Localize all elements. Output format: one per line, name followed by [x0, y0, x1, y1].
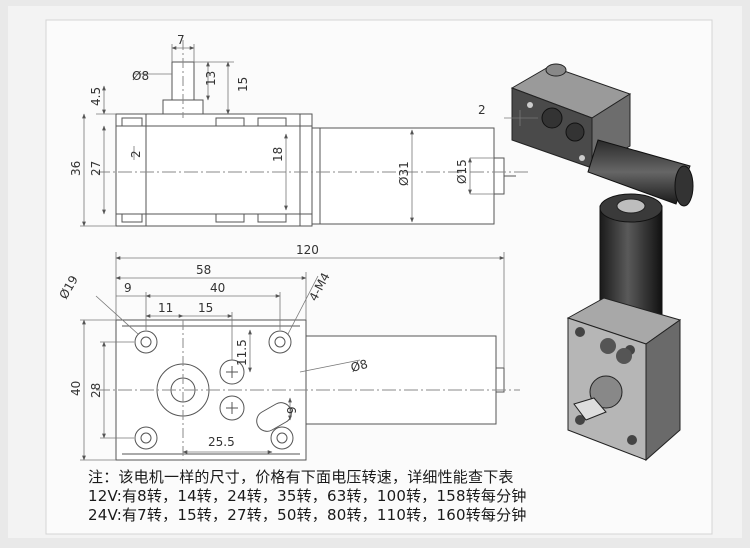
- dim-shaft-15: 15: [236, 77, 250, 92]
- dim-off-9: 9: [285, 406, 299, 414]
- note-line-12v: 12V:有8转，14转，24转，35转，63转，100转，158转每分钟: [88, 487, 527, 505]
- dim-hole-span: 40: [210, 281, 225, 295]
- dim-height-28: 28: [89, 383, 103, 398]
- dim-iso-offset: 2: [478, 103, 486, 117]
- mount-hole-tr: [268, 330, 292, 354]
- motor-can-top: [311, 127, 495, 225]
- top-view: [96, 40, 530, 227]
- front-view: [96, 319, 520, 461]
- slot-hole: [256, 402, 292, 432]
- dim-gap-2: 2: [129, 150, 143, 158]
- mount-hole-bl: [134, 426, 158, 450]
- dim-height-40: 40: [69, 381, 83, 396]
- mount-hole-br: [270, 426, 294, 450]
- dim-motor-dia31: Ø31: [397, 161, 411, 186]
- dim-shaft-dia: Ø8: [132, 69, 149, 83]
- dim-shaft-width: 7: [177, 33, 185, 47]
- dim-off-15: 15: [198, 301, 213, 315]
- dim-width-25-5: 25.5: [208, 435, 235, 449]
- gearbox-body-top: [115, 113, 313, 227]
- dim-off-11: 11: [158, 301, 173, 315]
- dim-height-18: 18: [271, 147, 285, 162]
- dim-height-27: 27: [89, 161, 103, 176]
- note-line-24v: 24V:有7转，15转，27转，50转，80转，110转，160转每分钟: [88, 506, 527, 524]
- motor-boss-top: [493, 157, 505, 195]
- dim-edge-9: 9: [124, 281, 132, 295]
- front-view-dimensions: [80, 252, 505, 461]
- iso-view-horizontal: 2: [478, 63, 694, 207]
- dim-gearbox-length: 58: [196, 263, 211, 277]
- dim-top-offset: 4.5: [89, 87, 103, 106]
- iso-view-vertical: [566, 193, 682, 462]
- note-line-header: 注：该电机一样的尺寸，价格有下面电压转速，详细性能查下表: [88, 468, 514, 486]
- front-view-labels: 120 58 40 9 Ø19 4-M4 11 15 11.5 Ø8 40 28…: [56, 243, 369, 449]
- notes-block: 注：该电机一样的尺寸，价格有下面电压转速，详细性能查下表 12V:有8转，14转…: [88, 468, 728, 525]
- dim-total-length: 120: [296, 243, 319, 257]
- dim-front-dia8: Ø8: [349, 357, 369, 375]
- dim-off-11-5: 11.5: [235, 339, 249, 366]
- dim-height-36: 36: [69, 161, 83, 176]
- top-view-labels: 7 Ø8 13 15 4.5 36 27 2 18 Ø31 Ø15: [69, 33, 469, 186]
- mount-hole-tl: [134, 330, 158, 354]
- motor-can-front: [305, 335, 497, 425]
- gear-hole-lower: [219, 395, 245, 421]
- dim-boss-dia15: Ø15: [455, 159, 469, 184]
- dim-shaft-13: 13: [204, 71, 218, 86]
- top-view-dimensions: [80, 44, 494, 227]
